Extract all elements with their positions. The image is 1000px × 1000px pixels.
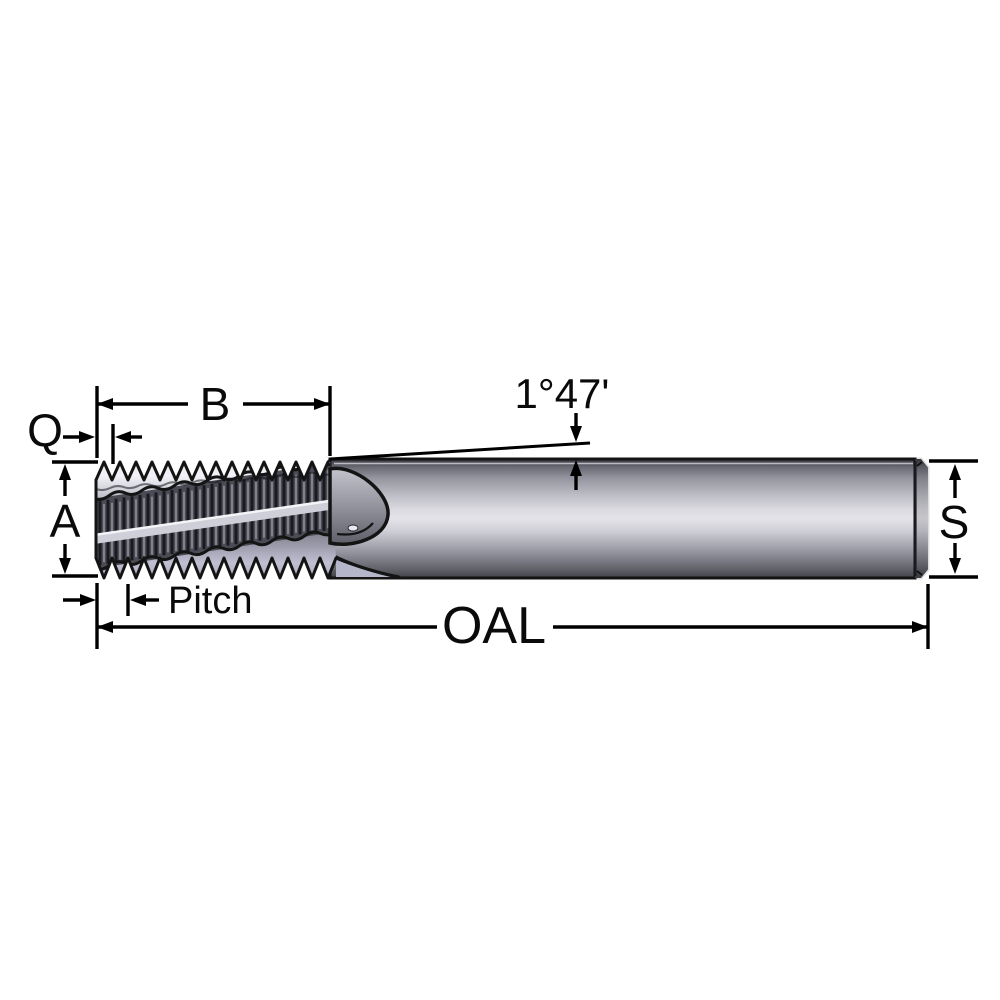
label-chamfer-length: Q (27, 404, 63, 456)
shank (328, 457, 930, 580)
flute-runout-highlight (347, 524, 359, 532)
label-pitch: Pitch (168, 580, 252, 622)
label-overall-length: OAL (442, 597, 546, 655)
label-thread-diameter: A (50, 495, 81, 547)
flute-runout-lip (336, 522, 374, 536)
label-shank-diameter: S (939, 496, 970, 548)
thread-top-profile (94, 458, 332, 482)
label-taper-angle: 1°47' (515, 370, 610, 417)
shank-end-cap (915, 459, 928, 578)
dimensions: B Q A 1°47' S Pitch OAL (27, 370, 978, 655)
thread-flutes (96, 460, 336, 571)
label-thread-length: B (200, 378, 231, 430)
flute-runout-face (328, 466, 390, 546)
threaded-section (94, 458, 400, 580)
runout-wedge-fill (336, 556, 399, 577)
flute-runout (328, 466, 390, 546)
shank-body (328, 457, 917, 580)
thread-bottom-profile (94, 556, 400, 580)
